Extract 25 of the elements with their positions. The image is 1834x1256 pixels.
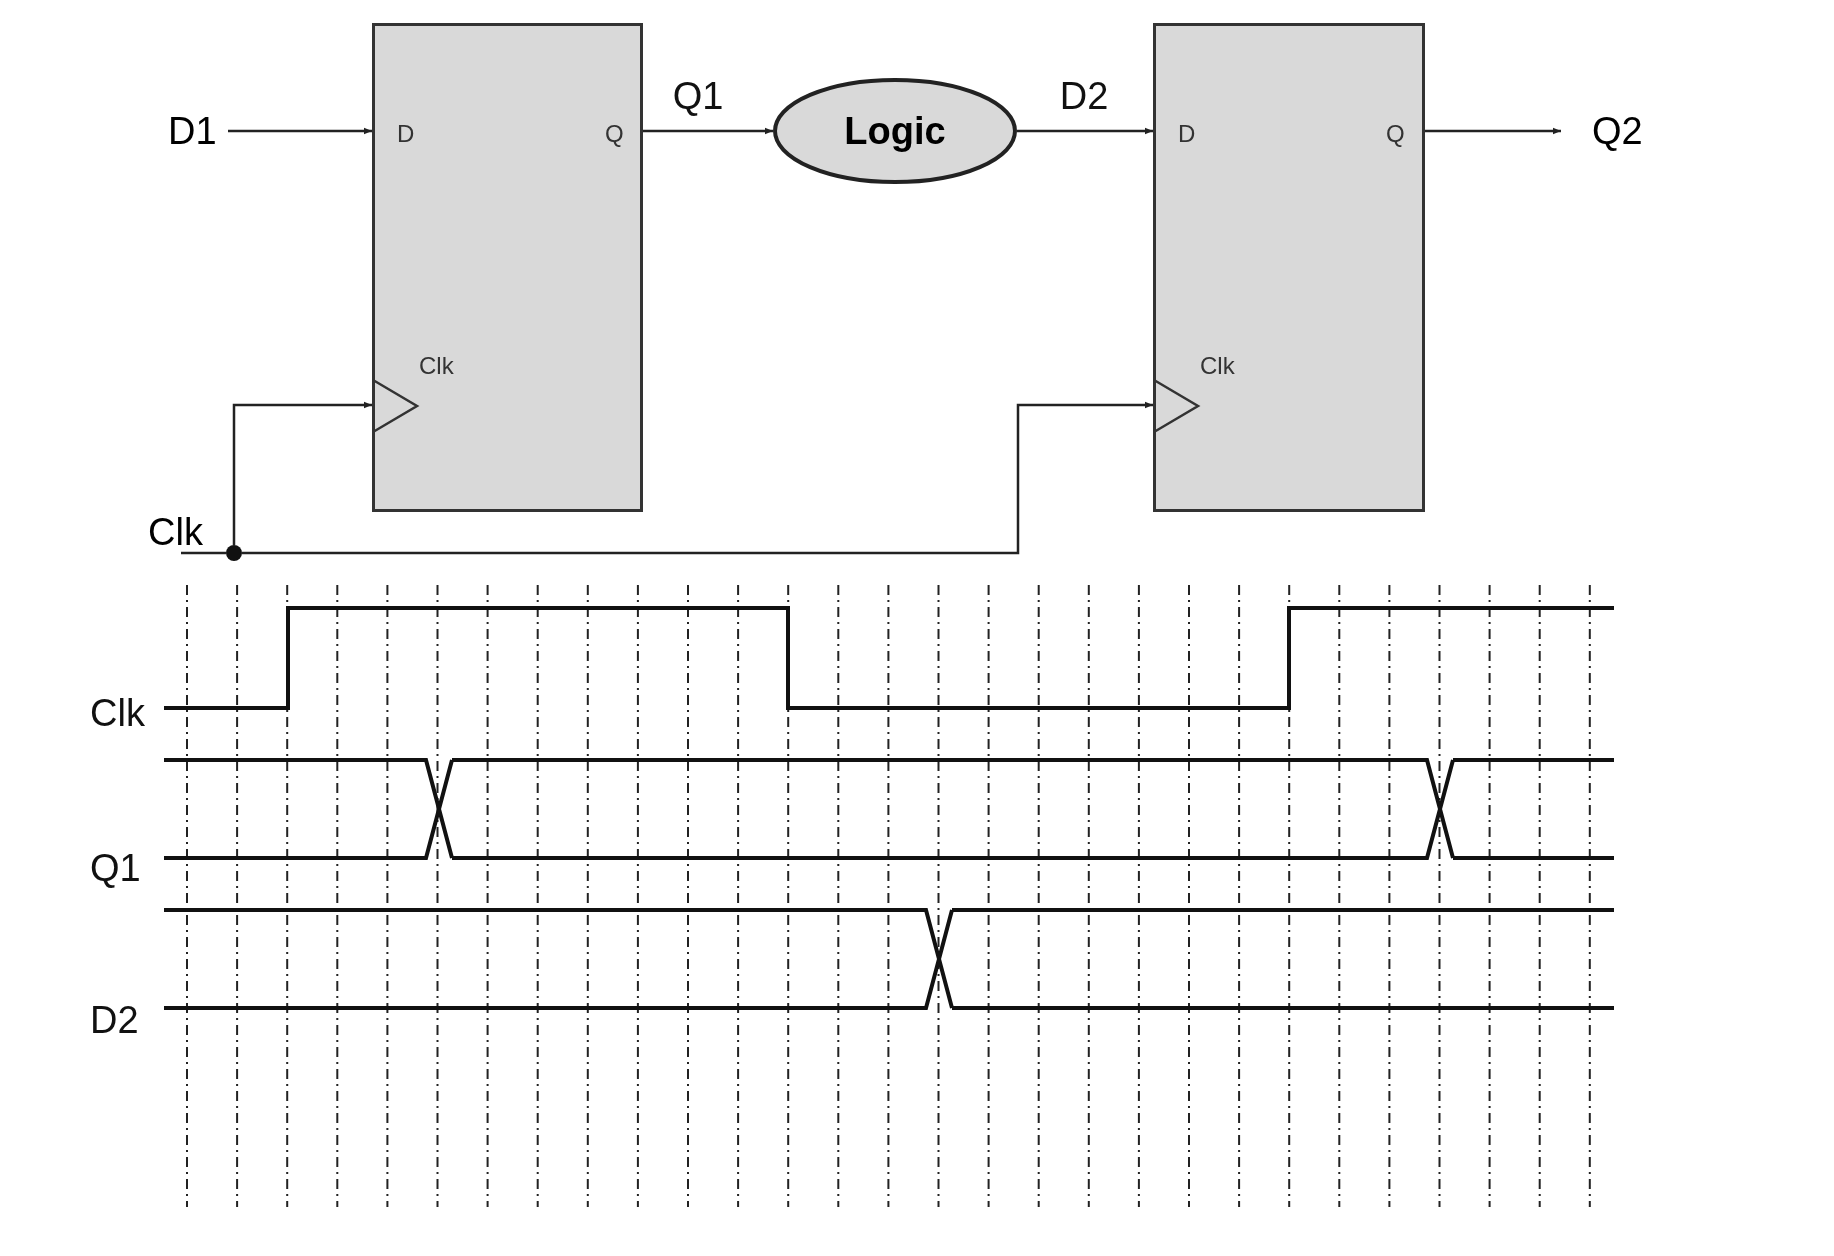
pin-label: Clk [1200,354,1235,378]
connector-arrow [1017,127,1153,135]
pin-label: Q [605,122,624,146]
pin-label: Clk [419,354,454,378]
edge-label: Q1 [671,77,725,115]
signal-label: Clk [90,694,145,732]
signal-label: Clk [148,511,214,553]
flip-flop-box [372,23,643,512]
signal-label: Q1 [90,849,141,887]
signal-label: D1 [168,110,226,152]
connector-arrow [242,401,1153,555]
logic-label: Logic [843,111,947,151]
logic-ellipse [773,78,1017,184]
connector-arrow [232,401,372,545]
junction-dot [226,545,242,561]
pin-label: D [397,122,415,146]
connector-arrow [1425,127,1561,135]
flip-flop-box [1153,23,1425,512]
signal-label: Q2 [1592,110,1652,152]
edge-label: D2 [1058,77,1110,115]
pin-label: D [1178,122,1196,146]
connector-arrow [643,127,773,135]
signal-label: D2 [90,1001,139,1039]
pin-label: Q [1386,122,1405,146]
connector-arrow [228,127,372,135]
